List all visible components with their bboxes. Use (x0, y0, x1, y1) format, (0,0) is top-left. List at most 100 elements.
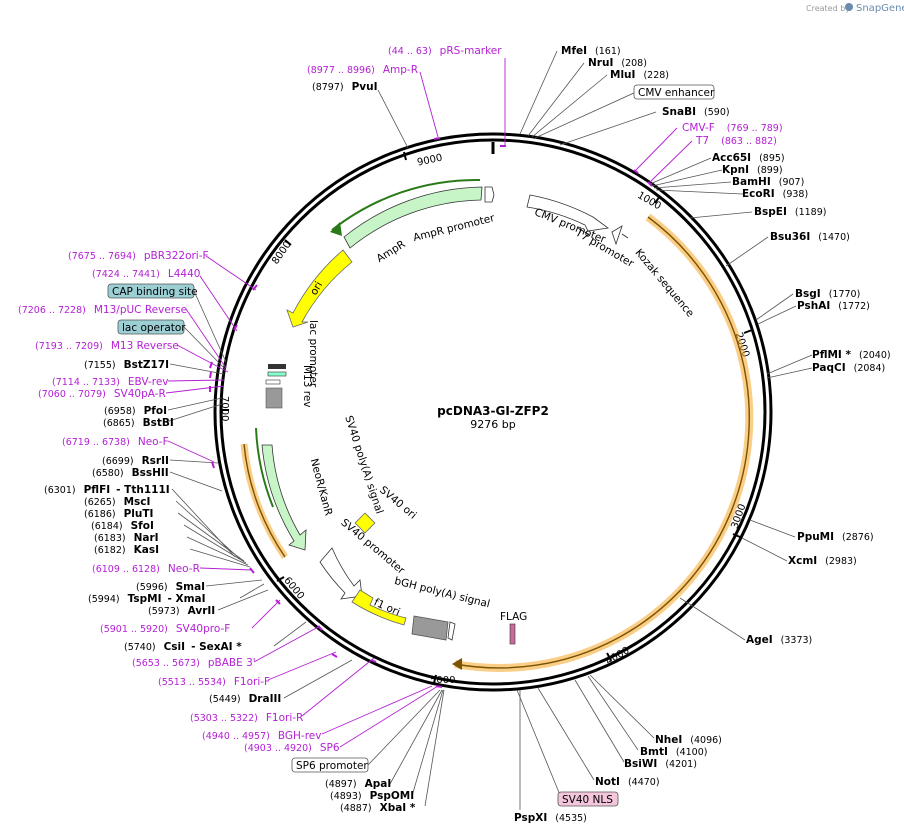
primer-m13-puc-reverse[interactable]: (7206 .. 7228)M13/pUC Reverse (18, 304, 187, 316)
avrii-leader (217, 589, 269, 611)
enzyme-csii[interactable]: (5740)CsiI- SexAI * (124, 641, 242, 653)
primer-cmv-f[interactable]: CMV-F(769 .. 789) (682, 122, 783, 134)
enzyme-bamhi[interactable]: BamHI(907) (732, 176, 804, 188)
enzyme-agei[interactable]: AgeI(3373) (746, 634, 812, 646)
lac-operator-feature[interactable] (268, 364, 286, 369)
primer-amp-r[interactable]: (8977 .. 8996)Amp-R (307, 64, 418, 76)
enzyme-bsiwi[interactable]: BsiWI(4201) (624, 758, 697, 770)
cap-binding-site-label: CAP binding site (112, 286, 198, 298)
enzyme-nhei[interactable]: NheI(4096) (655, 734, 722, 746)
enzyme-rsrii[interactable]: (6699)RsrII (102, 455, 169, 467)
enzyme-pfoi[interactable]: (6958)PfoI (104, 405, 167, 417)
ori-feature[interactable] (286, 249, 353, 328)
enzyme-bsgi[interactable]: BsgI(1770) (795, 288, 860, 300)
cmv-promoter-feature[interactable] (526, 194, 610, 232)
primer-t7[interactable]: T7(863 .. 882) (695, 135, 777, 147)
sp6-promoter-feature[interactable] (447, 621, 456, 641)
enzyme-pflfi[interactable]: (6301)PflFI- Tth111I (44, 484, 170, 496)
enzyme-mfei[interactable]: MfeI(161) (561, 45, 621, 57)
primer-pbr322ori-f[interactable]: (7675 .. 7694)pBR322ori-F (68, 250, 209, 262)
enzyme-smai[interactable]: (5996)SmaI (136, 581, 205, 593)
m13-rev-feature[interactable] (265, 379, 281, 385)
neor-feature[interactable] (261, 444, 307, 551)
enzyme-pspxi[interactable]: PspXI(4535) (514, 812, 587, 824)
enzyme-msci[interactable]: (6265)MscI (84, 496, 150, 508)
rsrii-leader (169, 459, 219, 464)
primer-pbabe-3[interactable]: (5653 .. 5673)pBABE 3' (132, 657, 256, 669)
bgh-polya-feature[interactable] (411, 615, 449, 641)
enzyme-nari[interactable]: (6183)NarI (94, 532, 159, 544)
sp6-primer-leader (339, 685, 439, 748)
primer-l4440[interactable]: (7424 .. 7441)L4440 (92, 268, 200, 280)
ampr-promoter-feature[interactable] (484, 186, 495, 203)
primer-f1ori-f[interactable]: (5513 .. 5534)F1ori-F (158, 676, 270, 688)
primer-ebv-rev[interactable]: (7114 .. 7133)EBV-rev (52, 376, 169, 388)
primer-sp6[interactable]: (4903 .. 4920)SP6 (244, 742, 340, 754)
enzyme-bsshii[interactable]: (6580)BssHII (92, 467, 169, 479)
sfoi-leader (183, 524, 247, 564)
sv40-ori-feature[interactable] (354, 512, 376, 534)
enzyme-mlui[interactable]: MluI(228) (610, 69, 669, 81)
tick-9000: 9000 (416, 153, 443, 169)
enzyme-pluti[interactable]: (6186)PluTI (84, 508, 153, 520)
t7-leader (649, 140, 693, 183)
enzyme-apai[interactable]: (4897)ApaI (325, 778, 391, 790)
kozak-marker (621, 233, 629, 239)
lac-operator-label: lac operator (122, 322, 186, 334)
enzyme-kasi[interactable]: (6182)KasI (94, 544, 159, 556)
primer-sv40pa-r[interactable]: (7060 .. 7079)SV40pA-R (38, 388, 166, 400)
enzyme-draiii[interactable]: (5449)DraIII (209, 693, 281, 705)
t7-promoter-feature[interactable] (611, 225, 623, 246)
orf-arc-main-arrowhead (452, 658, 462, 670)
primer-marks (209, 137, 653, 688)
primer-bgh-rev[interactable]: (4940 .. 4957)BGH-rev (202, 730, 321, 742)
csii-leader (273, 621, 307, 647)
enzyme-ppumi[interactable]: PpuMI(2876) (797, 531, 874, 543)
primer-f1ori-r[interactable]: (5303 .. 5322)F1ori-R (190, 712, 303, 724)
ampr-feature[interactable] (343, 186, 483, 249)
primer-prs-marker[interactable]: (44 .. 63)pRS-marker (388, 45, 502, 57)
enzyme-bsu36i[interactable]: Bsu36I(1470) (770, 231, 850, 243)
primer-sv40pro-f[interactable]: (5901 .. 5920)SV40pro-F (100, 623, 230, 635)
enzyme-xbai[interactable]: (4887)XbaI * (340, 802, 416, 814)
sv40-promoter-feature[interactable] (319, 547, 363, 600)
enzyme-snabi[interactable]: SnaBI(590) (662, 106, 730, 118)
enzyme-pspomi[interactable]: (4893)PspOMI (330, 790, 414, 802)
enzyme-ecori[interactable]: EcoRI(938) (742, 188, 808, 200)
enzyme-xcmi[interactable]: XcmI(2983) (788, 555, 857, 567)
f1-ori-feature[interactable] (351, 589, 407, 626)
enzyme-acc65i[interactable]: Acc65I(895) (712, 152, 785, 164)
cmv-enhancer-box[interactable] (633, 84, 715, 100)
enzyme-paqci[interactable]: PaqCI(2084) (812, 362, 885, 374)
enzyme-bstz17i[interactable]: (7155)BstZ17I (84, 359, 169, 371)
f1orif-leader (267, 651, 337, 681)
enzyme-pvui[interactable]: (8797)PvuI (312, 81, 378, 93)
kasi-leader (189, 548, 251, 568)
enzyme-sfoi[interactable]: (6184)SfoI (91, 520, 154, 532)
neof-leader (167, 440, 215, 463)
primer-neo-r[interactable]: (6109 .. 6128)Neo-R (92, 563, 200, 575)
enzyme-pshai[interactable]: PshAI(1772) (797, 300, 870, 312)
tick-1000: 1000 (635, 190, 663, 212)
enzyme-bstbi[interactable]: (6865)BstBI (103, 417, 174, 429)
backbone-inner-strand (219, 138, 767, 686)
enzyme-pflmi[interactable]: PflMI *(2040) (812, 349, 891, 361)
ebv-leader (167, 379, 225, 382)
enzyme-avrii[interactable]: (5973)AvrII (148, 605, 215, 617)
enzyme-bmti[interactable]: BmtI(4100) (640, 746, 707, 758)
enzyme-bspei[interactable]: BspEI(1189) (754, 206, 826, 218)
primer-neo-f[interactable]: (6719 .. 6738)Neo-F (62, 436, 169, 448)
primer-m13-reverse[interactable]: (7193 .. 7209)M13 Reverse (35, 340, 179, 352)
neor-primer-leader (199, 567, 253, 571)
enzyme-noti[interactable]: NotI(4470) (595, 776, 660, 788)
pfoi-leader (167, 397, 223, 411)
enzyme-kpni[interactable]: KpnI(899) (722, 164, 783, 176)
sv40-nls-box[interactable] (557, 791, 619, 807)
cap-site-feature[interactable] (267, 371, 287, 377)
enzyme-tspmi[interactable]: (5994)TspMI- XmaI (88, 593, 206, 605)
backbone-outer-strand (213, 132, 773, 692)
flag-feature[interactable] (509, 623, 516, 645)
sv40-polya-feature[interactable] (265, 387, 283, 409)
enzyme-nrui[interactable]: NruI(208) (588, 57, 647, 69)
orf-arc-neo-line (243, 443, 286, 558)
